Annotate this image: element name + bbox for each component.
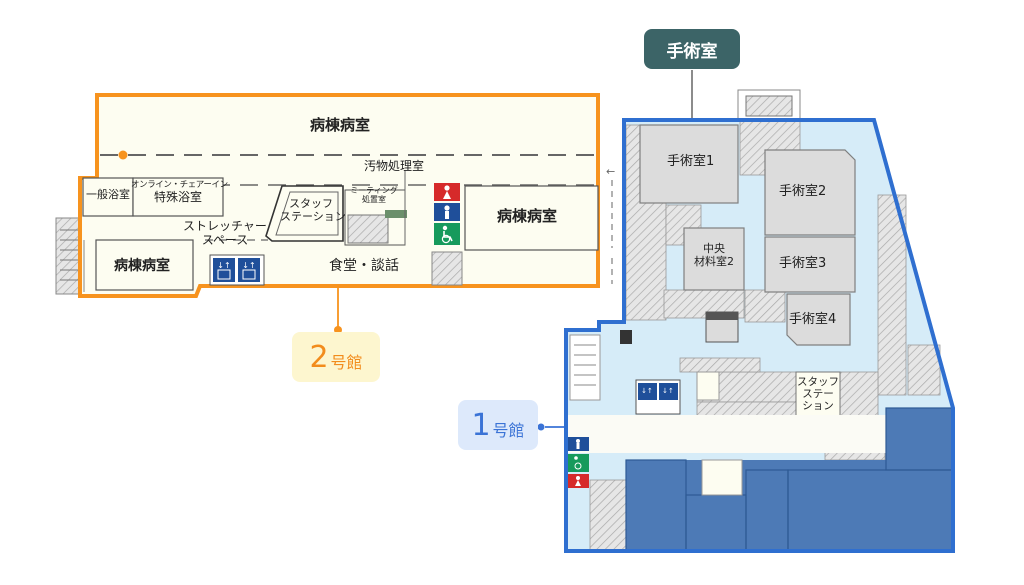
ward-top-label: 病棟病室 <box>310 116 371 134</box>
ward-right-room <box>464 185 599 251</box>
stairs-b1 <box>569 334 601 401</box>
restroom-shaft <box>431 251 463 286</box>
svg-text:↓↑: ↓↑ <box>641 387 653 395</box>
special-bath-label-line2: 特殊浴室 <box>153 189 202 204</box>
svg-text:↓↑: ↓↑ <box>217 261 230 270</box>
staff-station-b1-line2: ステー <box>802 388 834 401</box>
svg-text:↓↑: ↓↑ <box>242 261 255 270</box>
elevator-icon: ↓↑ ↓↑ <box>638 383 678 400</box>
ward-left-room <box>95 239 194 291</box>
ward-left-label: 病棟病室 <box>114 258 170 274</box>
meeting-room-label: ミーティング 処置室 <box>340 186 408 204</box>
surgery-callout: 手術室 <box>644 29 740 69</box>
male-restroom-icon <box>567 437 589 451</box>
dining-label: 食堂・談話 <box>329 258 399 274</box>
b1-callout-dot <box>537 423 545 431</box>
staff-station-b2-line2: ステーション <box>280 209 346 223</box>
building-1: ↓↑ ↓↑ <box>564 89 955 553</box>
stretcher-space-line1: ストレッチャー <box>183 219 267 233</box>
operating-room-2 <box>764 149 856 236</box>
operating-room-2-label: 手術室2 <box>779 184 827 199</box>
operating-room-4-label: 手術室4 <box>789 312 837 327</box>
building-2-suffix: 号館 <box>330 353 363 372</box>
operating-room-1-label: 手術室1 <box>667 154 715 169</box>
stairs-top-steps <box>745 95 793 117</box>
pillar <box>620 330 632 344</box>
stairs-b1-steps <box>574 344 596 386</box>
storage-room <box>679 357 761 373</box>
male-restroom-icon <box>434 203 460 221</box>
accessible-restroom-icon <box>434 223 460 245</box>
central-supply-line1: 中央 <box>703 242 725 255</box>
female-restroom-icon <box>567 474 589 488</box>
special-bath-label: オンライン・チェアーイン 特殊浴室 <box>131 180 228 205</box>
storage-room <box>907 344 941 396</box>
special-bath-room <box>132 177 224 217</box>
meeting-room-line2: 処置室 <box>362 195 386 205</box>
building-1-outline <box>564 118 955 553</box>
building-1-suffix: 号館 <box>492 421 525 440</box>
building-1-number: 1 <box>471 407 491 443</box>
waste-room-label: 汚物処理室 <box>364 159 425 173</box>
stairs-center <box>347 214 389 244</box>
staff-station-inner <box>275 191 339 236</box>
operating-room-4 <box>786 293 851 346</box>
operating-room-1 <box>639 124 739 204</box>
storage-room <box>589 479 627 551</box>
staff-station-b1-line3: ション <box>802 400 834 413</box>
building-2-number: 2 <box>309 339 329 375</box>
staff-station-b1-label: スタッフ ステー ション <box>796 376 840 412</box>
direction-arrow: ← <box>606 165 615 178</box>
svg-text:↓↑: ↓↑ <box>662 387 674 395</box>
staff-station-counter <box>265 185 344 242</box>
meeting-room-line1: ミーティング <box>350 186 398 195</box>
stretcher-space-line2: スペース <box>201 232 249 247</box>
general-bath-label: 一般浴室 <box>86 188 130 201</box>
small-room <box>701 459 743 496</box>
stairs-steps <box>60 229 78 281</box>
staff-station-b2-label: スタッフ ステーション <box>280 197 346 223</box>
building-2: ↓↑ ↓↑ <box>55 93 615 298</box>
location-dot <box>118 150 128 160</box>
corridor-b1 <box>568 415 918 453</box>
staff-station-b2-line1: スタッフ <box>289 197 333 210</box>
elevator-icon: ↓↑ ↓↑ <box>213 258 260 282</box>
accessible-restroom-icon <box>567 454 589 472</box>
surgery-callout-label: 手術室 <box>666 41 718 62</box>
small-room <box>696 371 720 401</box>
building-1-callout: 1 号館 <box>458 400 538 450</box>
central-supply-room <box>683 227 745 291</box>
building-2-callout: 2 号館 <box>292 332 380 382</box>
special-bath-label-line1: オンライン・チェアーイン <box>131 180 228 190</box>
storage-room <box>877 194 907 396</box>
storage-room <box>744 289 786 323</box>
central-supply-label: 中央 材料室2 <box>684 242 744 268</box>
stairs-left <box>55 217 83 295</box>
central-supply-line2: 材料室2 <box>694 254 734 268</box>
ward-right-label: 病棟病室 <box>497 207 558 225</box>
building-1-dark-area <box>626 408 953 551</box>
meeting-marker <box>385 210 407 218</box>
staff-station-b1-line1: スタッフ <box>797 376 839 388</box>
operating-room-3-label: 手術室3 <box>779 256 827 271</box>
stretcher-space-label: ストレッチャー スペース <box>180 219 270 248</box>
operating-room-3 <box>764 236 856 293</box>
small-room-header <box>706 312 738 320</box>
female-restroom-icon <box>434 183 460 201</box>
